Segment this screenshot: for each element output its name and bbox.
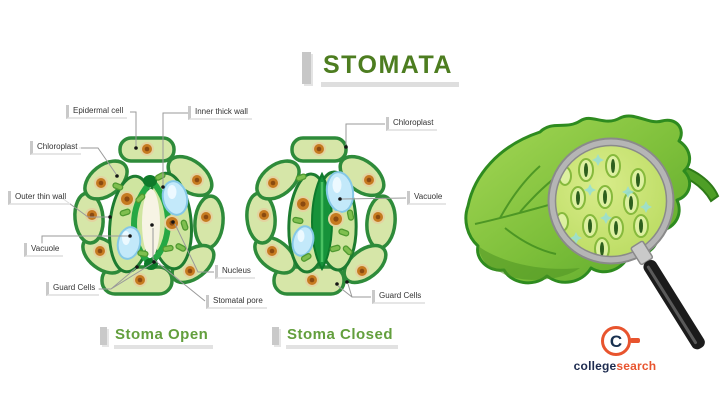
- epidermal-nuclei: [257, 142, 385, 287]
- label-vacuole-left: Vacuole: [24, 243, 64, 257]
- stoma-open-diagram: [73, 136, 225, 296]
- page-title-block: STOMATA: [302, 52, 459, 87]
- epidermal-cell-shape: [342, 243, 388, 285]
- caption-stoma-open: Stoma Open: [100, 327, 214, 349]
- lens-sparkles: [570, 154, 652, 244]
- logo-word-search: search: [616, 359, 657, 373]
- stomatal-pore-opening: [142, 189, 160, 257]
- label-chloroplast-left: Chloroplast: [30, 141, 82, 155]
- magnifier-lens: [547, 137, 675, 265]
- epidermal-cells: [73, 136, 225, 296]
- stoma-closed-diagram: [245, 136, 397, 296]
- logo-handle-dash: [630, 338, 640, 343]
- leader-dots: [108, 145, 349, 286]
- collegesearch-logo: C collegesearch: [572, 326, 658, 373]
- vacuole-shape: [116, 180, 189, 260]
- leaf-illustration: [464, 114, 720, 350]
- guard-nucleus: [295, 196, 311, 212]
- label-stomatal-pore: Stomatal pore: [206, 295, 267, 309]
- label-epidermal-cell: Epidermal cell: [66, 105, 128, 119]
- caption-stoma-open-text: Stoma Open: [114, 327, 214, 349]
- label-vacuole-right: Vacuole: [407, 191, 447, 205]
- epidermal-cells: [245, 136, 397, 296]
- caption-accent-bar: [272, 327, 279, 345]
- label-chloroplast-right: Chloroplast: [386, 117, 438, 131]
- logo-word-college: college: [573, 359, 617, 373]
- magnifier-rim: [548, 138, 674, 264]
- label-guard-cells-left: Guard Cells: [46, 282, 100, 296]
- caption-stoma-closed: Stoma Closed: [272, 327, 399, 349]
- magnifier-handle: [630, 240, 705, 350]
- guard-nucleus: [328, 211, 344, 227]
- title-accent-bar: [302, 52, 311, 84]
- guard-cells-closed: [287, 170, 358, 274]
- collegesearch-logo-icon: C: [601, 326, 640, 356]
- leaf-shading: [478, 246, 580, 280]
- logo-initial: C: [609, 331, 623, 351]
- guard-nucleus: [119, 191, 135, 207]
- label-outer-thin-wall: Outer thin wall: [8, 191, 71, 205]
- guard-cell-junction: [143, 175, 157, 187]
- caption-stoma-closed-text: Stoma Closed: [286, 327, 399, 349]
- label-nucleus: Nucleus: [215, 265, 255, 279]
- epidermal-nuclei: [85, 142, 213, 287]
- leader-lines: [41, 111, 407, 302]
- label-inner-thick-wall: Inner thick wall: [188, 106, 252, 120]
- logo-ring: C: [601, 326, 631, 356]
- caption-accent-bar: [100, 327, 107, 345]
- chloroplast-shapes: [292, 173, 355, 262]
- page-title: STOMATA: [321, 52, 459, 87]
- vacuole-shape: [291, 171, 355, 257]
- guard-cells-open: [108, 171, 193, 274]
- label-guard-cells-right: Guard Cells: [372, 290, 426, 304]
- logo-wordmark: collegesearch: [572, 359, 658, 373]
